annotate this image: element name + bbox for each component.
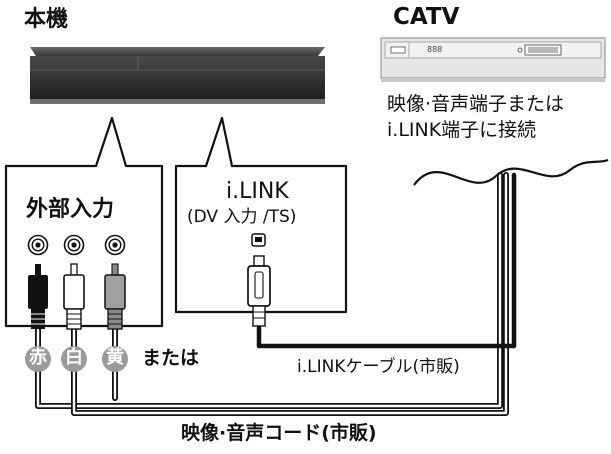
ilink-title: i.LINK — [226, 179, 289, 204]
rca-plug-red — [28, 264, 48, 329]
catv-box — [380, 37, 606, 82]
rca-jack-right — [104, 234, 126, 256]
av-cable-label: 映像·音声コード(市販) — [181, 422, 377, 444]
or-label: または — [142, 347, 200, 369]
external-input-label: 外部入力 — [26, 197, 115, 222]
main-unit-label: 本機 — [24, 7, 69, 32]
ilink-subtitle: (DV 入力 /TS) — [187, 207, 297, 227]
badge-yellow-circle — [102, 346, 128, 372]
ilink-callout — [174, 116, 348, 314]
catv-label: CATV — [393, 4, 460, 30]
rca-jack-center — [63, 234, 85, 256]
badge-white-circle — [61, 346, 87, 372]
badge-red-circle — [25, 346, 51, 372]
catv-display: 888 — [427, 45, 443, 54]
rca-plug-white — [63, 263, 85, 330]
catv-note-line1: 映像·音声端子または — [387, 93, 565, 115]
main-unit-recorder — [30, 47, 325, 104]
ilink-cable — [256, 172, 517, 349]
ilink-port — [251, 233, 266, 247]
plug-label-yellow: 黄 — [106, 347, 124, 368]
plug-label-red: 赤 — [29, 347, 47, 368]
rca-plug-yellow — [104, 263, 126, 330]
catv-note-line2: i.LINK端子に接続 — [387, 119, 537, 141]
ilink-plug — [247, 255, 271, 327]
ilink-cable-label: i.LINKケーブル(市販) — [297, 357, 460, 377]
wavy-divider — [413, 158, 609, 186]
rca-jack-left — [27, 234, 49, 256]
plug-label-white: 白 — [65, 347, 83, 368]
